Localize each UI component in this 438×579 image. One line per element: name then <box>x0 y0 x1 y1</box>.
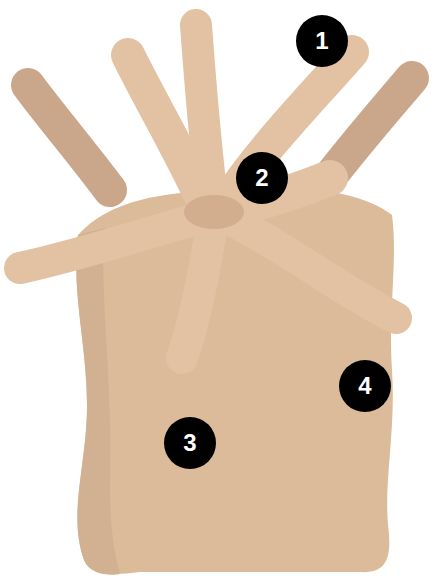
callout-number: 3 <box>164 417 216 469</box>
body-shadow <box>76 228 120 575</box>
callout-number: 1 <box>296 15 348 67</box>
tentacle <box>182 222 212 358</box>
callout-number: 4 <box>339 360 391 412</box>
callout-number: 2 <box>236 152 288 204</box>
tentacle <box>196 25 212 200</box>
mouth <box>184 195 244 229</box>
tentacle <box>20 218 200 268</box>
tentacle <box>228 218 396 318</box>
back-tentacle <box>28 85 110 190</box>
